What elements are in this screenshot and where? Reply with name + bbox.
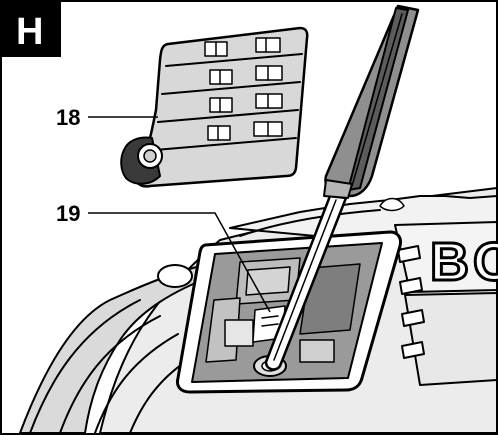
callout-19-label: 19 bbox=[56, 201, 80, 226]
screwdriver-icon bbox=[264, 4, 420, 371]
panel-badge bbox=[1, 1, 61, 57]
panel-letter: H bbox=[16, 11, 43, 53]
callout-18-label: 18 bbox=[56, 105, 80, 130]
callout-19-leader bbox=[88, 212, 271, 313]
brand-lettering: BO bbox=[430, 232, 498, 292]
battery-cover-icon bbox=[120, 26, 309, 188]
